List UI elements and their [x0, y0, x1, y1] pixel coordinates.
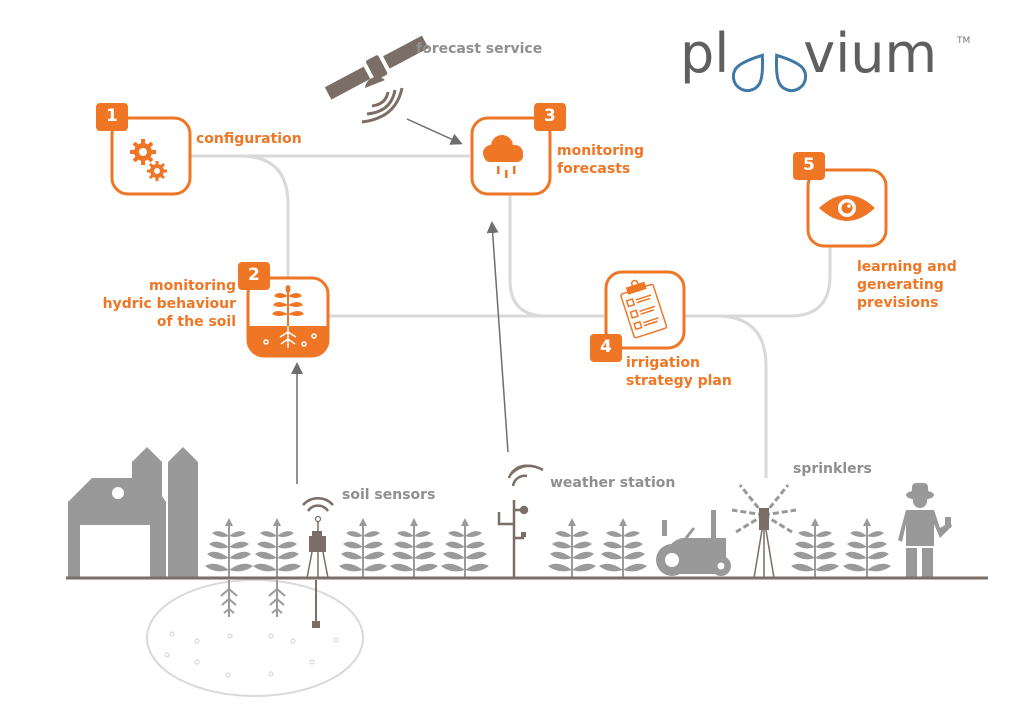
eye-icon: [819, 195, 875, 221]
step-3-label: monitoring forecasts: [557, 143, 644, 177]
crop-plants: [204, 517, 892, 579]
trademark: TM: [957, 36, 971, 46]
step-2-number: 2: [248, 265, 260, 285]
step-5-label: learning and generating previsions: [857, 259, 957, 311]
step-2-label: monitoring hydric behaviour of the soil: [102, 278, 236, 330]
rain-cloud-icon: [483, 135, 523, 178]
arrow-forecast-to-step3: [406, 118, 463, 145]
farmer-icon: [898, 483, 952, 578]
weather-station-icon: [497, 464, 544, 578]
soil-sensor-icon: [302, 496, 334, 579]
forecast-service-label: forecast service: [416, 41, 543, 57]
step-2-node[interactable]: [238, 262, 330, 358]
step-3-node[interactable]: [470, 103, 566, 196]
connector-lines: [190, 154, 832, 478]
sprinkler-icon: [731, 484, 797, 579]
soil-sensors-label: soil sensors: [342, 487, 436, 503]
satellite-icon: [324, 35, 429, 124]
step-1-node[interactable]: [96, 103, 192, 196]
clipboard-checklist-icon: [620, 279, 668, 339]
data-arrows: [291, 118, 509, 484]
step-4-node[interactable]: [590, 270, 686, 362]
gears-icon: [130, 139, 167, 181]
step-1-number: 1: [106, 106, 118, 126]
weather-station-label: weather station: [550, 475, 676, 491]
sprinklers-label: sprinklers: [793, 461, 872, 477]
step-5-node[interactable]: [793, 152, 888, 248]
plant-soil-icon: [263, 285, 317, 348]
barn-icon: [68, 447, 198, 578]
tractor-icon: [656, 510, 731, 576]
step-1-label: configuration: [196, 131, 302, 147]
step-3-number: 3: [544, 106, 556, 126]
soil-underground: [146, 579, 364, 697]
step-4-number: 4: [600, 337, 612, 357]
logo-drops-icon: [731, 53, 808, 92]
step-5-number: 5: [803, 155, 815, 175]
arrow-weather-to-step3: [486, 221, 509, 453]
step-4-label: irrigation strategy plan: [626, 355, 732, 389]
